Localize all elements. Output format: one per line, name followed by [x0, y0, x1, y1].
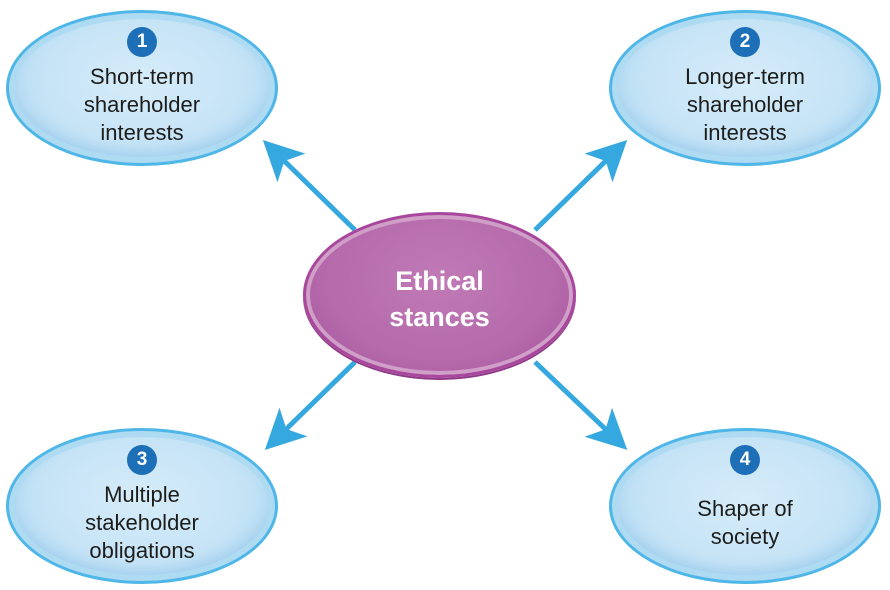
node-3-line-2: stakeholder: [85, 510, 199, 535]
number-badge-3: 3: [127, 445, 157, 475]
node-4-line-1: Shaper of: [697, 496, 793, 521]
node-3-line-3: obligations: [89, 538, 195, 563]
number-badge-2: 2: [730, 27, 760, 57]
arrow-to-node-3: [264, 360, 357, 450]
arrow-to-node-2: [533, 140, 628, 232]
node-2-line-2: shareholder: [686, 92, 804, 117]
node-longer-term-shareholder-interests: 2 Longer-term shareholder interests: [609, 10, 881, 166]
center-label-line-2: stances: [389, 302, 490, 332]
node-3-line-1: Multiple: [104, 482, 180, 507]
number-badge-1: 1: [127, 27, 157, 57]
number-badge-4: 4: [730, 445, 760, 475]
node-1-line-1: Short-term: [90, 64, 194, 89]
center-label-line-1: Ethical: [395, 266, 484, 296]
node-2-line-3: interests: [703, 120, 787, 145]
node-1-line-2: shareholder: [83, 92, 201, 117]
node-1-line-3: interests: [100, 120, 184, 145]
center-node-ethical-stances: Ethical stances: [303, 212, 576, 378]
arrow-to-node-1: [262, 140, 357, 232]
node-multiple-stakeholder-obligations: 3 Multiple stakeholder obligations: [6, 428, 278, 584]
node-4-line-2: society: [710, 524, 780, 549]
arrow-to-node-4: [533, 360, 628, 450]
node-2-line-1: Longer-term: [685, 64, 805, 89]
node-shaper-of-society: 4 Shaper of society: [609, 428, 881, 584]
node-short-term-shareholder-interests: 1 Short-term shareholder interests: [6, 10, 278, 166]
